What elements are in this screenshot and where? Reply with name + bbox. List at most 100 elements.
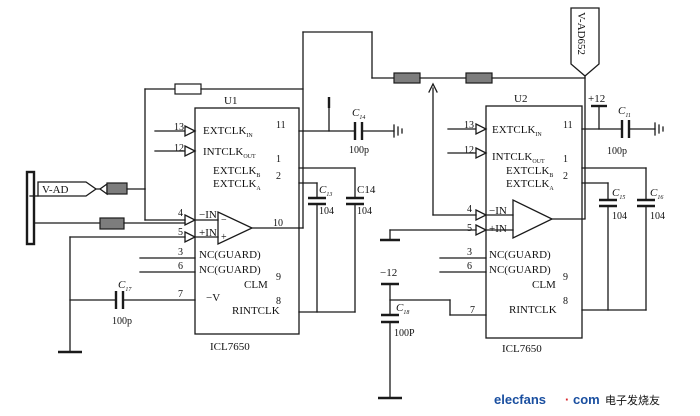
- c18-value: 100P: [394, 328, 415, 339]
- u1-opamp-plus: +: [221, 232, 227, 243]
- feedback-resistor-u1: [174, 83, 202, 95]
- u1-pin-extclk-b: EXTCLKB: [213, 165, 260, 179]
- u2-pin-extclk-in: EXTCLKIN: [492, 124, 542, 138]
- c17-value: 100p: [112, 316, 132, 327]
- u1-pin-minus-in: −IN: [199, 209, 217, 221]
- v-ad-label: V-AD: [42, 184, 69, 196]
- u2-pin-plus-in: +IN: [489, 223, 507, 235]
- c14-value: 100p: [349, 145, 369, 156]
- v-ad652-net-flag: [570, 7, 600, 77]
- u1-pin-num-4: 4: [178, 208, 183, 219]
- c11-value: 100p: [607, 146, 627, 157]
- pos-12-label: +12: [588, 93, 605, 105]
- u2-label: U2: [514, 93, 527, 105]
- c14-label: C14: [352, 107, 365, 121]
- u1-pin-extclk-in: EXTCLKIN: [203, 125, 253, 139]
- u1-pin-num-5: 5: [178, 227, 183, 238]
- u2-pin-num-12: 12: [464, 145, 474, 156]
- u1-pin-plus-in: +IN: [199, 227, 217, 239]
- c13-value: 104: [319, 206, 334, 217]
- c18-label: C18: [396, 302, 409, 316]
- u1-pin-13-line: [154, 124, 197, 138]
- u2-pin-num-11: 11: [563, 120, 573, 131]
- u2-pin-num-1: 1: [563, 154, 568, 165]
- u1-opamp-symbol: [217, 210, 254, 246]
- watermark-site: elecfans: [494, 392, 546, 407]
- u2-pin-13-line: [447, 122, 488, 136]
- u2-part-number: ICL7650: [502, 343, 542, 355]
- u1-pin-nc-guard-1: NC(GUARD): [199, 249, 261, 261]
- watermark-cn: 电子发烧友: [605, 393, 660, 407]
- u2-pin-num-9: 9: [563, 272, 568, 283]
- ground-symbol: [393, 124, 403, 138]
- u1-pin-intclk-out: INTCLKOUT: [203, 146, 256, 160]
- input-resistor-1: [106, 182, 128, 195]
- u1-pin-12-line: [154, 144, 197, 158]
- u1-pin-clm: CLM: [244, 279, 268, 291]
- u2-pin-minus-in: −IN: [489, 205, 507, 217]
- u1-pin-num-9: 9: [276, 272, 281, 283]
- u2-pin-rintclk: RINTCLK: [509, 304, 557, 316]
- c15-label: C15: [612, 187, 625, 201]
- series-resistor: [393, 72, 421, 84]
- c11-label: C11: [618, 105, 631, 119]
- u1-pin-5-arrow: [184, 230, 197, 244]
- u1-pin-num-13: 13: [174, 122, 184, 133]
- u2-pin-num-13: 13: [464, 120, 474, 131]
- c16-label: C16: [650, 187, 663, 201]
- u1-pin-nc-guard-2: NC(GUARD): [199, 264, 261, 276]
- u2-pin-num-5: 5: [467, 223, 472, 234]
- u2-pin-5-arrow: [475, 223, 488, 237]
- u2-pin-intclk-out: INTCLKOUT: [492, 151, 545, 165]
- u2-pin-clm: CLM: [532, 279, 556, 291]
- c15-value: 104: [612, 211, 627, 222]
- u2-minus-in-wire: [428, 82, 438, 216]
- u1-label: U1: [224, 95, 237, 107]
- u2-pin-num-2: 2: [563, 171, 568, 182]
- u2-pin-num-6: 6: [467, 261, 472, 272]
- u1-pin-extclk-a: EXTCLKA: [213, 178, 261, 192]
- u1-pin-num-6: 6: [178, 261, 183, 272]
- u1-pin-num-10: 10: [273, 218, 283, 229]
- ground-symbol: [654, 122, 664, 136]
- u1-pin-4-arrow: [184, 213, 197, 227]
- watermark-tld: com: [573, 392, 600, 407]
- u2-pin-12-line: [447, 146, 488, 160]
- u1-pin-num-12: 12: [174, 143, 184, 154]
- u1-part-number: ICL7650: [210, 341, 250, 353]
- input-connector-bar: [25, 170, 36, 246]
- v-ad-net-flag: [37, 181, 98, 197]
- u1-pin-num-2: 2: [276, 171, 281, 182]
- watermark-dot: ·: [565, 392, 569, 407]
- u1-pin-num-7: 7: [178, 289, 183, 300]
- c13-label: C13: [319, 184, 332, 198]
- neg-12-label: −12: [380, 267, 397, 279]
- u2-pin-nc-guard-2: NC(GUARD): [489, 264, 551, 276]
- u1-pin-rintclk: RINTCLK: [232, 305, 280, 317]
- u1-pin-num-3: 3: [178, 247, 183, 258]
- u2-pin-4-arrow: [475, 208, 488, 222]
- u2-pin-nc-guard-1: NC(GUARD): [489, 249, 551, 261]
- u1-pin-num-8: 8: [276, 296, 281, 307]
- u1-chip-body: [194, 107, 300, 335]
- u2-pin-num-3: 3: [467, 247, 472, 258]
- c14b-label: C14: [357, 184, 376, 196]
- u1-pin-neg-v: −V: [206, 292, 220, 304]
- wire: [95, 182, 108, 196]
- c14b-value: 104: [357, 206, 372, 217]
- u2-pin-num-7: 7: [470, 305, 475, 316]
- u2-pin-num-4: 4: [467, 204, 472, 215]
- input-resistor-2: [99, 217, 125, 230]
- u1-opamp-minus: −: [221, 215, 227, 226]
- v-ad652-label: V-AD652: [575, 12, 587, 55]
- u2-pin-extclk-a: EXTCLKA: [506, 178, 554, 192]
- watermark-logo: elecfans · com 电子发烧友: [494, 392, 660, 407]
- c17-label: C17: [118, 279, 132, 293]
- u2-opamp-symbol: [512, 198, 554, 240]
- u1-pin-num-1: 1: [276, 154, 281, 165]
- c16-value: 104: [650, 211, 665, 222]
- u1-pin-num-11: 11: [276, 120, 286, 131]
- u2-pin-num-8: 8: [563, 296, 568, 307]
